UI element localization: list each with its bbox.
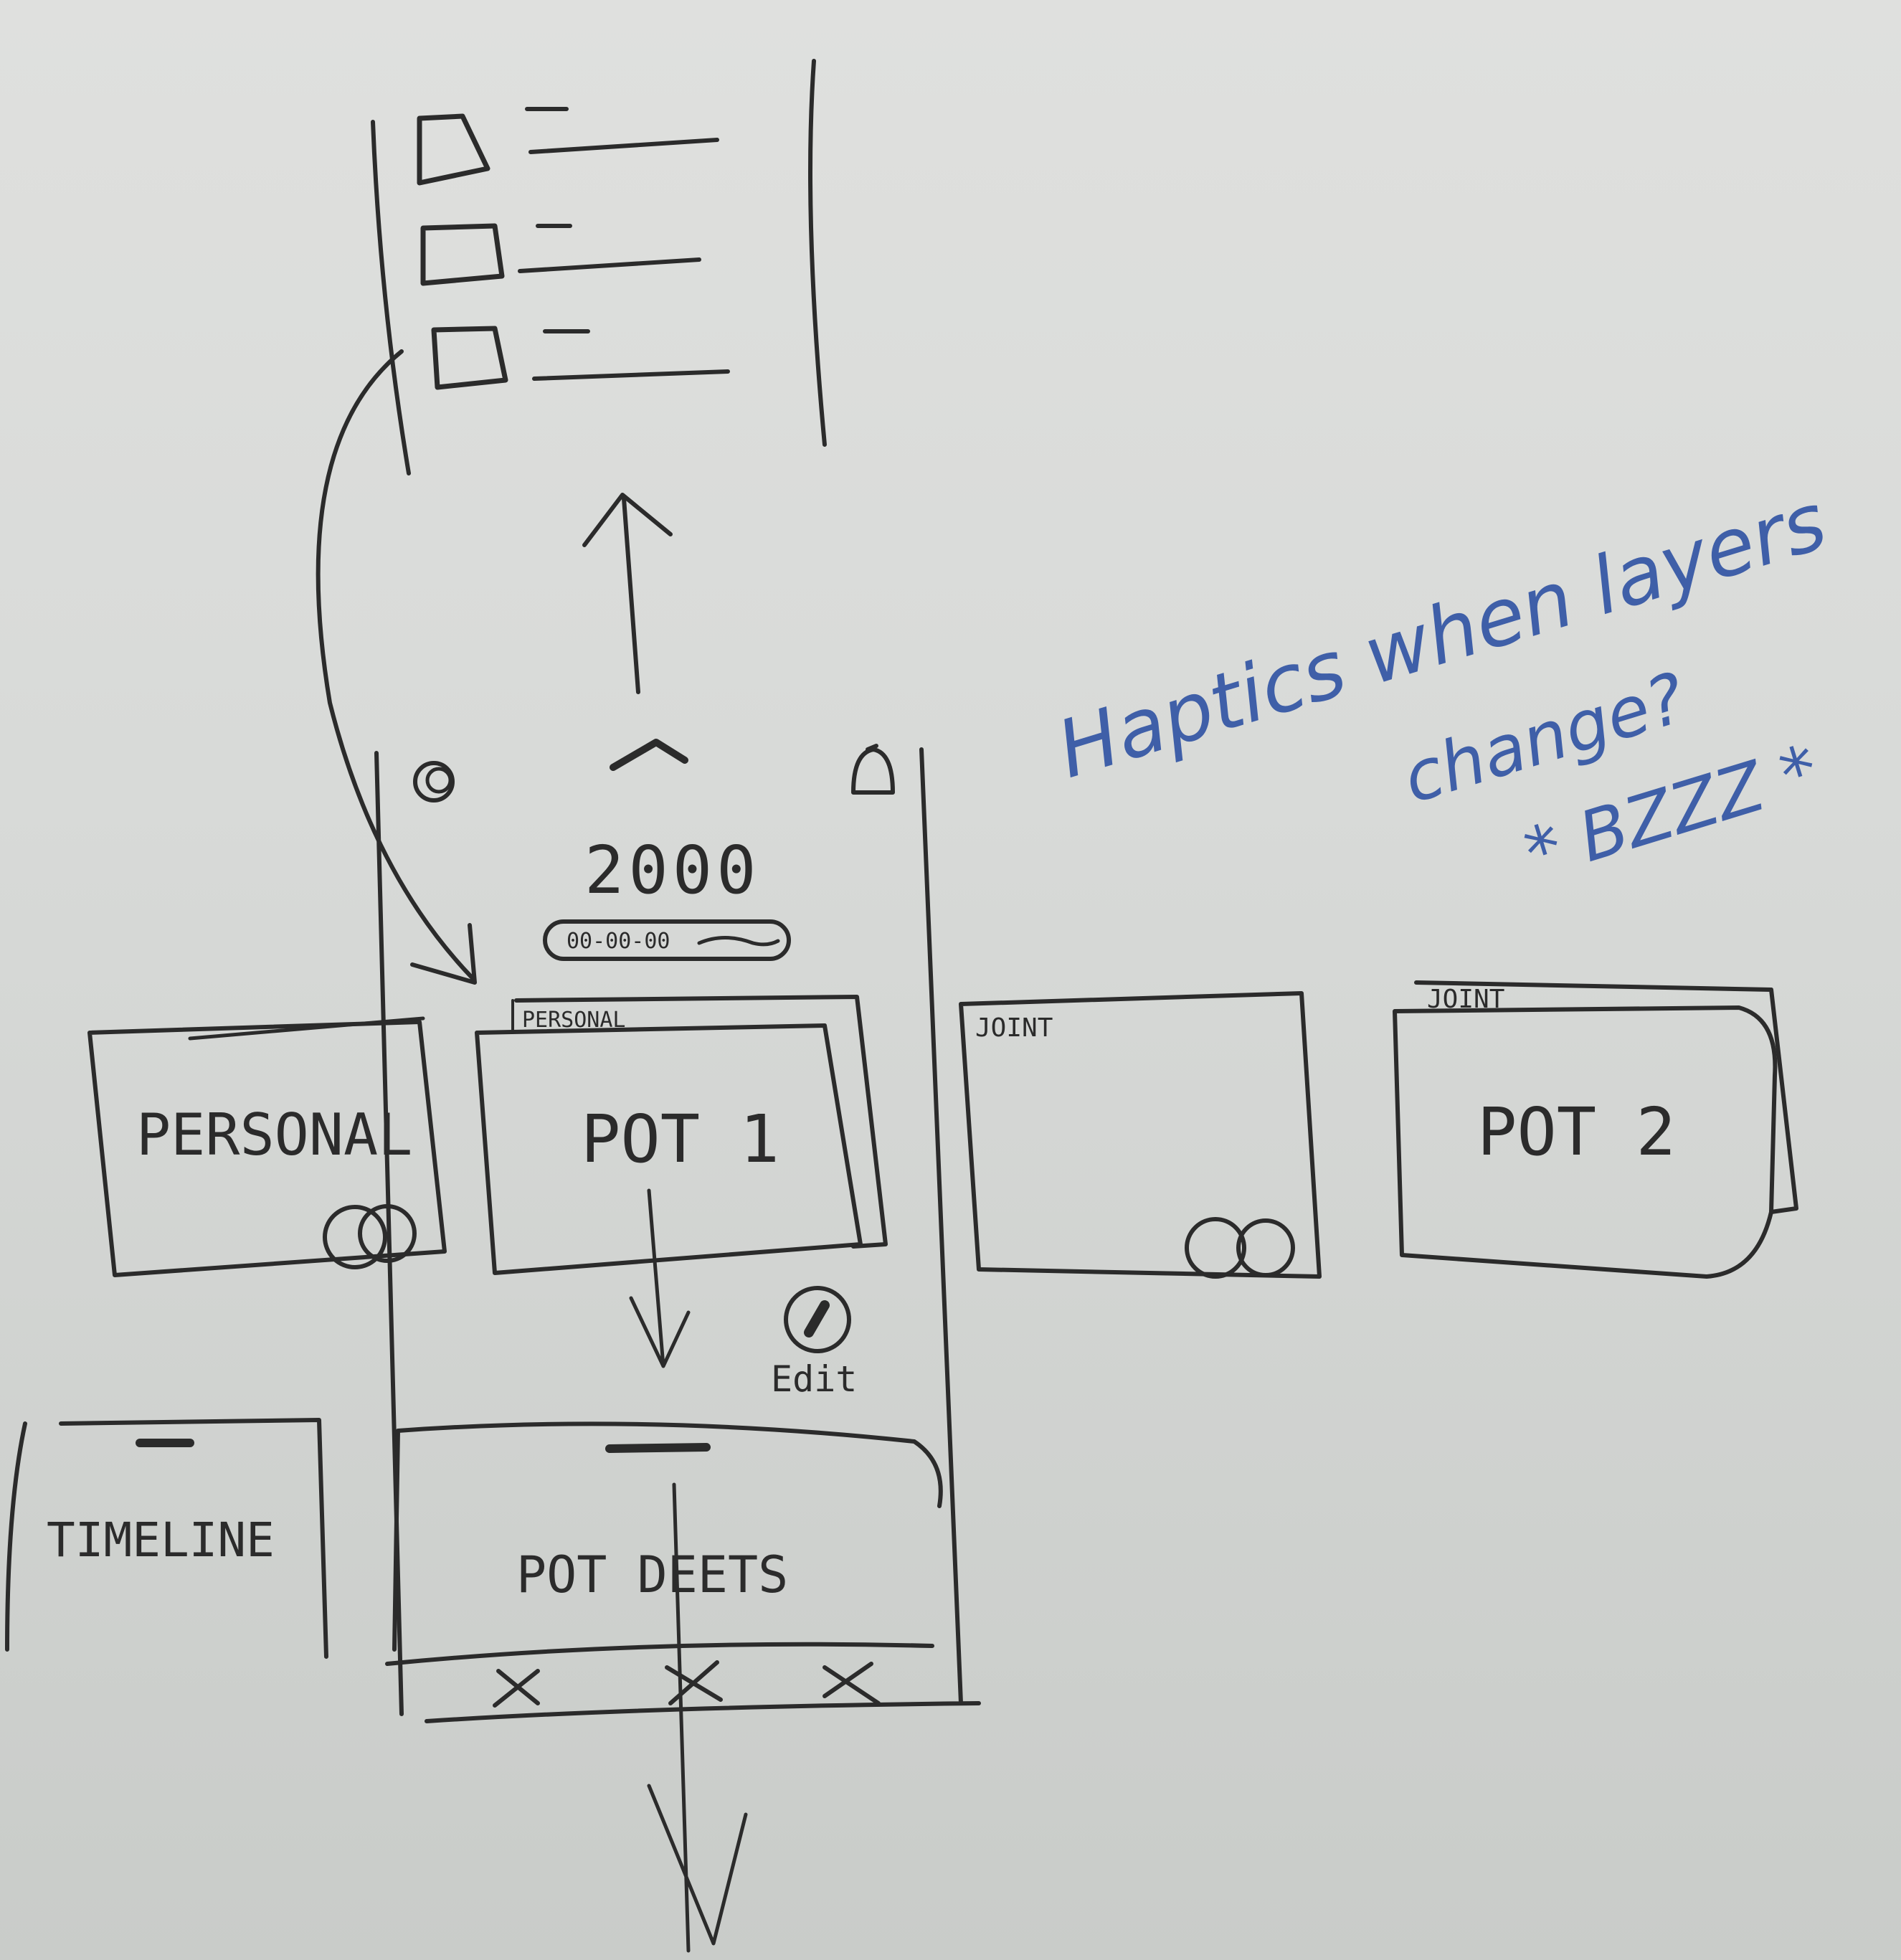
tag-joint: JOINT <box>1427 985 1504 1014</box>
card-personal-title: PERSONAL <box>136 1102 412 1168</box>
tag-personal: PERSONAL <box>522 1008 626 1033</box>
haptics-note: Haptics when layers change? * BZZZ * <box>1047 475 1836 894</box>
up-arrow <box>582 493 673 694</box>
edit-label: Edit <box>771 1358 857 1400</box>
card-joint: JOINT <box>959 991 1322 1279</box>
chevron-up-icon <box>610 739 688 771</box>
circle-icon <box>413 761 455 803</box>
curved-arrow <box>316 349 477 985</box>
list-row <box>420 223 701 286</box>
down-arrow <box>647 1482 748 1953</box>
tag-joint: JOINT <box>975 1013 1053 1043</box>
drag-handle <box>605 1443 711 1453</box>
card-pot1-title: POT 1 <box>581 1101 779 1178</box>
edit-pen-icon <box>784 1286 851 1353</box>
close-icon[interactable] <box>493 1669 540 1708</box>
list-row <box>417 107 719 186</box>
close-icon[interactable] <box>665 1660 723 1705</box>
card-pot2-title: POT 2 <box>1477 1094 1676 1170</box>
card-pot2: JOINT POT 2 <box>1393 980 1798 1279</box>
sheet-pot-deets: POT DEETS <box>385 1421 943 1953</box>
list-row <box>431 326 730 390</box>
close-icon[interactable] <box>822 1662 881 1705</box>
card-pot1: PERSONAL POT 1 <box>475 995 888 1368</box>
card-timeline: TIMELINE <box>5 1418 328 1659</box>
bell-icon <box>851 744 895 795</box>
date-pill: 00-00-00 <box>543 919 791 961</box>
balance-amount: 2000 <box>584 832 761 909</box>
linked-circles-icon <box>1185 1217 1295 1279</box>
down-arrow <box>629 1188 691 1368</box>
card-personal: PERSONAL <box>87 1016 447 1277</box>
card-timeline-title: TIMELINE <box>47 1512 275 1568</box>
sheet-pot-deets-title: POT DEETS <box>516 1545 788 1604</box>
edit-button[interactable]: Edit <box>771 1286 857 1400</box>
list-screen <box>371 59 827 475</box>
linked-circles-icon <box>323 1204 417 1269</box>
tab-bar <box>493 1660 881 1708</box>
svg-text:00-00-00: 00-00-00 <box>566 929 670 954</box>
